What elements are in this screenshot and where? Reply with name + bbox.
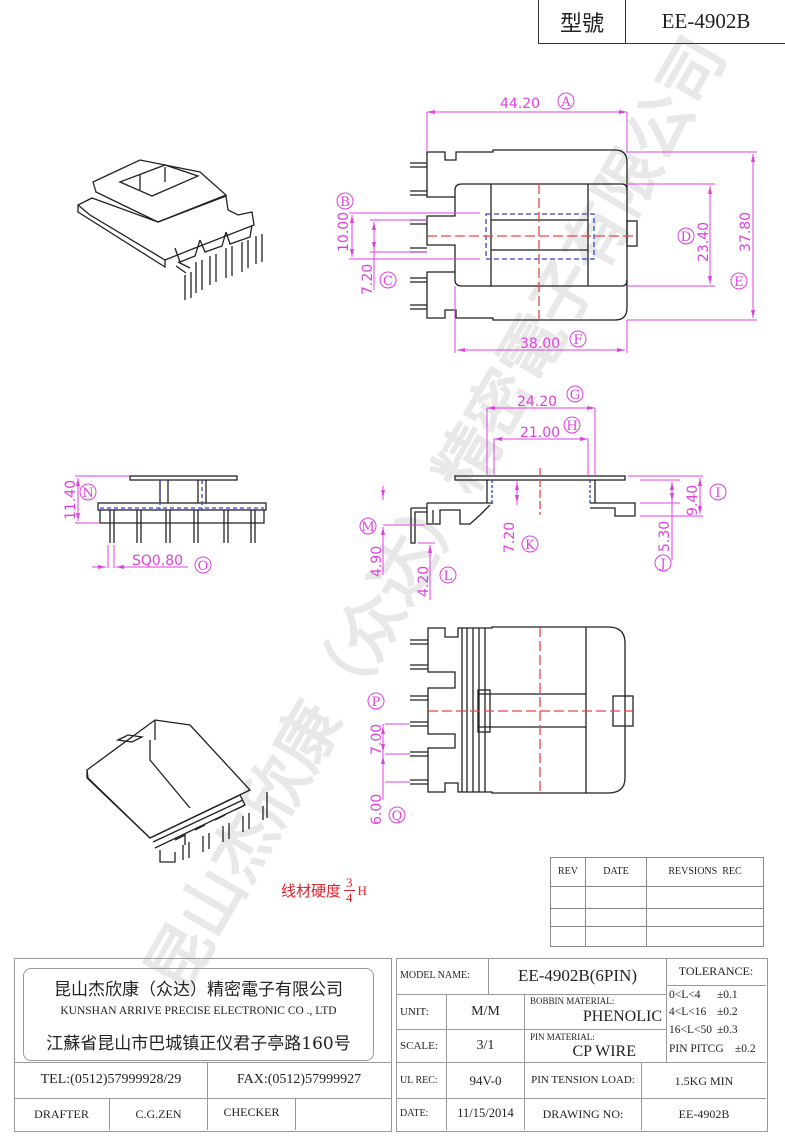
model-name-label: MODEL NAME: <box>400 970 470 981</box>
dim-K-label: K <box>525 538 535 553</box>
dim-C-value: 7.20 <box>360 264 376 295</box>
isometric-view-bottom <box>86 719 268 863</box>
dim-D-label: D <box>681 230 691 245</box>
dim-E-value: 37.80 <box>738 212 754 252</box>
tolerance-range: 16<L<50 <box>669 1024 712 1036</box>
dim-A-label: A <box>560 95 571 110</box>
note-fraction: 3 4 <box>344 876 355 905</box>
pin-tension-value: 1.5KG MIN <box>674 1074 734 1088</box>
dim-A-value: 44.20 <box>500 96 540 112</box>
tolerance-row-4: PIN PITCG ±0.2 <box>669 1043 756 1055</box>
dim-O-label: O <box>198 559 209 574</box>
tolerance-label: TOLERANCE: <box>678 964 754 978</box>
dim-I-label: I <box>715 486 720 501</box>
wire-hardness-note: 线材硬度 3 4 H <box>281 876 367 905</box>
type-label: 型號 <box>539 0 626 43</box>
tolerance-row-1: 0<L<4 ±0.1 <box>669 989 738 1001</box>
drawing-no-label: DRAWING NO: <box>542 1107 624 1121</box>
technical-drawing: 44.20 38.00 24.20 21.00 SQ0.80 10.00 7.2… <box>63 92 757 863</box>
model-name-value: EE-4902B(6PIN) <box>518 966 637 985</box>
dim-M-label: M <box>361 520 374 535</box>
dim-Q-label: Q <box>392 809 403 824</box>
dim-K-value: 7.20 <box>502 522 518 553</box>
date-label: DATE: <box>400 1108 429 1119</box>
note-text: 线材硬度 <box>281 882 342 900</box>
rev-header: REV <box>558 866 578 877</box>
isometric-view-top <box>76 159 263 300</box>
revision-table: REV DATE REVSIONS REC <box>550 857 764 947</box>
dim-J-label: J <box>658 557 665 572</box>
company-box: 昆山杰欣康（众达）精密電子有限公司 KUNSHAN ARRIVE PRECISE… <box>23 968 374 1061</box>
dim-N-label: N <box>82 486 93 501</box>
note-denominator: 4 <box>346 890 353 905</box>
unit-value: M/M <box>471 1004 500 1019</box>
bobbin-material-value: PHENOLIC <box>582 1008 662 1025</box>
tolerance-range: PIN PITCG <box>669 1043 724 1055</box>
title-block-left <box>14 958 392 1132</box>
dim-P-value: 7.00 <box>369 724 385 755</box>
dim-F-value: 38.00 <box>520 336 560 352</box>
revisions-rec-header: REVSIONS REC <box>668 866 742 877</box>
tolerance-value: ±0.2 <box>735 1043 756 1055</box>
pin-tension-label: PIN TENSION LOAD: <box>531 1074 635 1086</box>
unit-label: UNIT: <box>400 1006 429 1018</box>
dim-H-value: 21.00 <box>520 425 560 441</box>
checker-label: CHECKER <box>223 1105 280 1119</box>
tolerance-range: 0<L<4 <box>669 989 701 1001</box>
tolerance-value: ±0.2 <box>717 1006 738 1018</box>
dim-H-label: H <box>566 419 577 434</box>
plan-view <box>410 149 638 321</box>
dim-F-label: F <box>573 333 582 348</box>
scale-label: SCALE: <box>400 1040 438 1052</box>
dim-Q-value: 6.00 <box>369 794 385 825</box>
date-header: DATE <box>603 866 629 877</box>
ul-rec-label: UL REC: <box>400 1075 438 1086</box>
side-elevation-view <box>97 475 267 543</box>
dim-M-value: 4.90 <box>369 546 385 577</box>
bobbin-material-label: BOBBIN MATERIAL: <box>530 996 615 1006</box>
dim-J-value: 5.30 <box>657 521 673 552</box>
tolerance-value: ±0.3 <box>717 1024 738 1036</box>
note-suffix: H <box>357 882 367 898</box>
scale-value: 3/1 <box>476 1038 495 1053</box>
dim-L-label: L <box>444 569 453 584</box>
pin-material-label: PIN MATERIAL: <box>530 1032 595 1042</box>
drawing-no-value: EE-4902B <box>678 1107 730 1121</box>
pin-material-value: CP WIRE <box>572 1043 636 1060</box>
dim-O-value: SQ0.80 <box>132 553 183 569</box>
company-fax: FAX:(0512)57999927 <box>236 1072 362 1087</box>
date-value: 11/15/2014 <box>457 1106 514 1120</box>
dim-D-value: 23.40 <box>696 222 712 262</box>
dim-I-value: 9.40 <box>685 485 701 516</box>
dim-N-value: 11.40 <box>63 480 79 520</box>
front-elevation-view <box>410 475 636 544</box>
dim-L-value: 4.20 <box>416 566 432 597</box>
tolerance-row-2: 4<L<16 ±0.2 <box>669 1006 738 1018</box>
dim-B-label: B <box>340 195 350 210</box>
dim-E-label: E <box>734 275 744 290</box>
dim-P-label: P <box>372 695 381 710</box>
tolerance-value: ±0.1 <box>717 989 738 1001</box>
part-number-header: 型號 EE-4902B <box>538 0 785 44</box>
note-numerator: 3 <box>344 875 355 891</box>
dim-B-value: 10.00 <box>336 212 352 252</box>
bottom-view <box>410 626 634 794</box>
tolerance-range: 4<L<16 <box>669 1006 707 1018</box>
company-name-cn: 昆山杰欣康（众达）精密電子有限公司 <box>54 980 343 1000</box>
drafter-value: C.G.ZEN <box>135 1107 182 1121</box>
ul-rec-value: 94V-0 <box>469 1073 502 1088</box>
company-tel: TEL:(0512)57999928/29 <box>40 1072 182 1087</box>
title-block-right <box>396 958 768 1132</box>
dim-C-label: C <box>383 274 393 289</box>
type-value: EE-4902B <box>661 9 751 33</box>
company-name-en: KUNSHAN ARRIVE PRECISE ELECTRONIC CO ., … <box>60 1005 337 1017</box>
drafter-label: DRAFTER <box>34 1107 89 1121</box>
company-address: 江蘇省昆山市巴城镇正仪君子亭路160号 <box>46 1034 351 1054</box>
tolerance-row-3: 16<L<50 ±0.3 <box>669 1024 738 1036</box>
dim-G-label: G <box>570 388 580 403</box>
dim-G-value: 24.20 <box>517 394 557 410</box>
